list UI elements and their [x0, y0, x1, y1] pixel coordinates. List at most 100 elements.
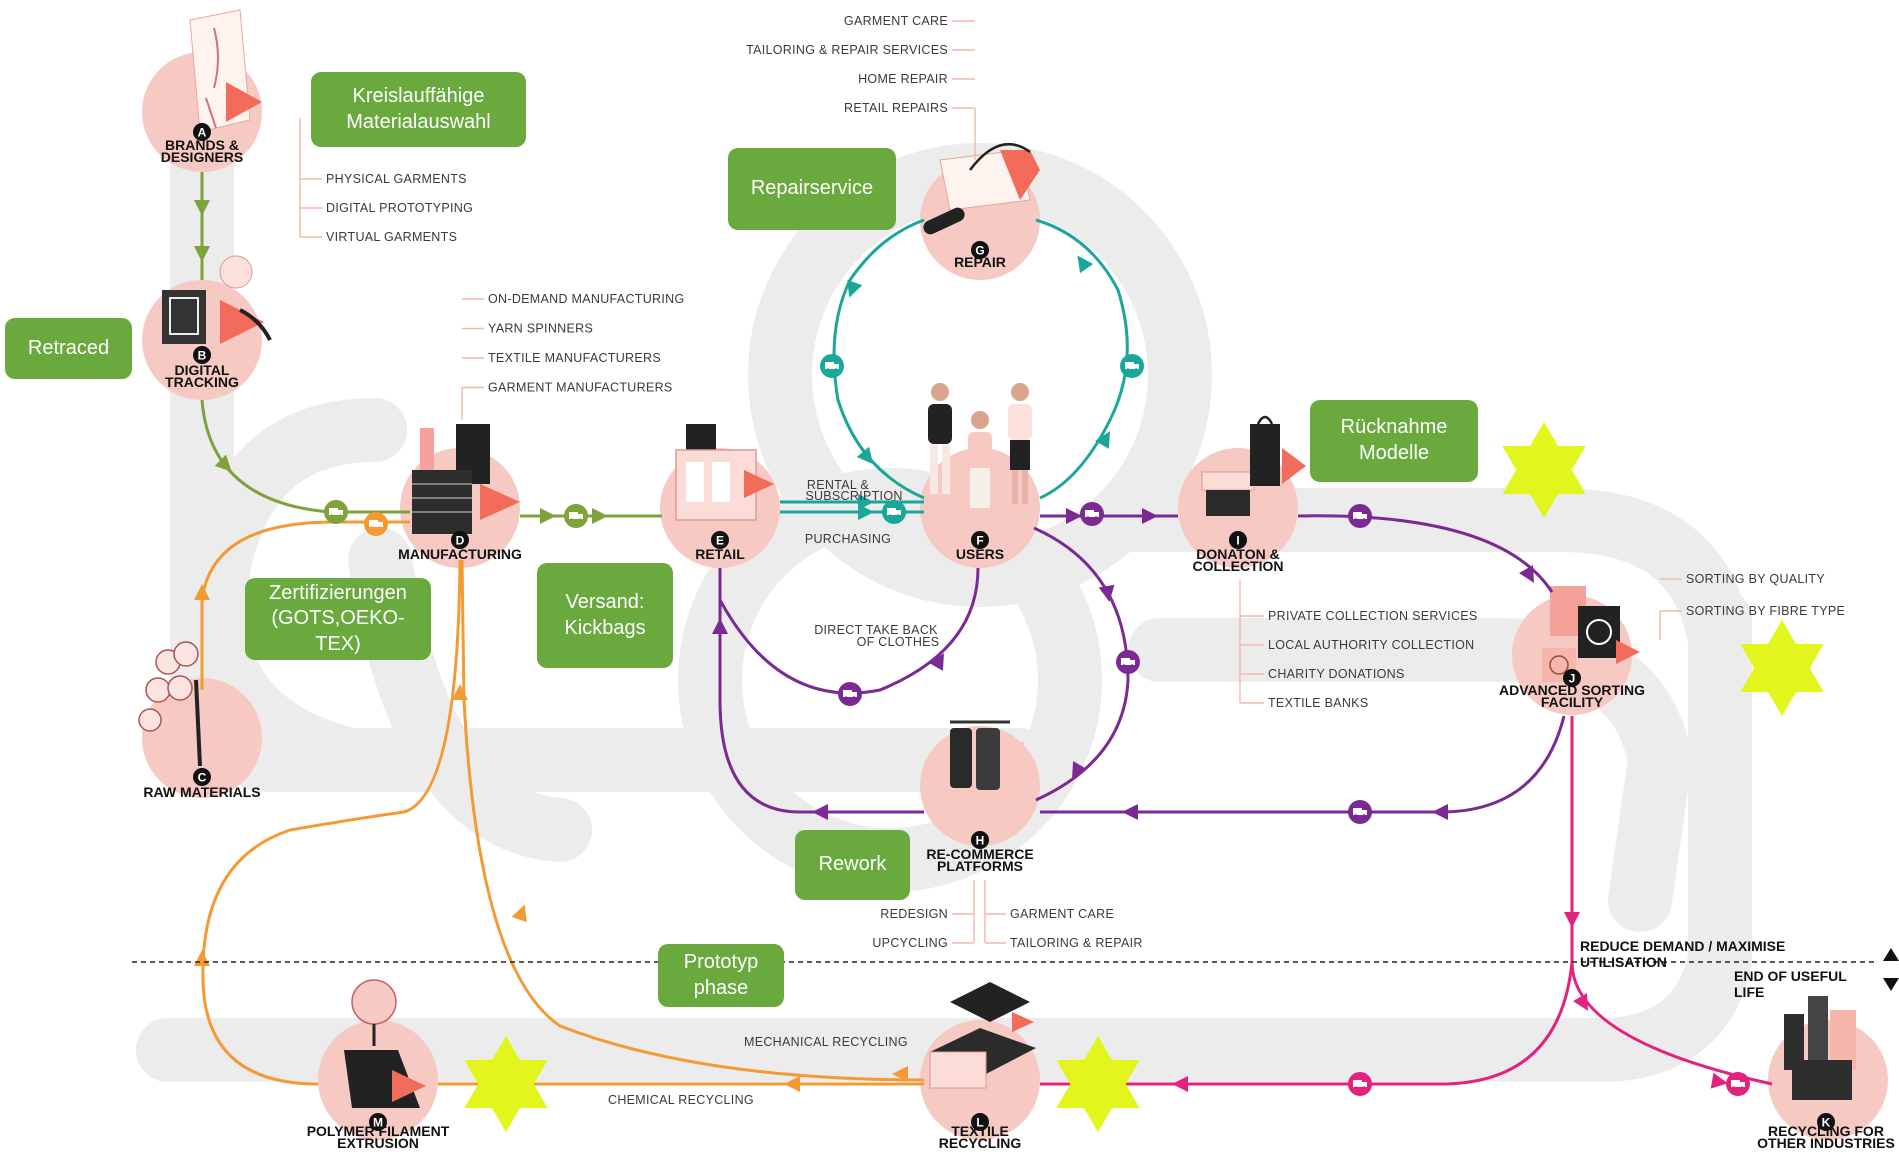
node-letter: H [976, 834, 985, 848]
truck-icon [1080, 502, 1104, 526]
note-prototyp-line: Prototyp [683, 950, 759, 973]
sorting-to-other-industries-flow [1570, 716, 1773, 1086]
node-label: DONATON & [1196, 546, 1279, 562]
node-letter-badge [971, 831, 989, 849]
sublist-item: TAILORING & REPAIR [1010, 936, 1143, 950]
truck-icon [820, 354, 844, 378]
truck-icon [1116, 650, 1140, 674]
sublist-item: TAILORING & REPAIR SERVICES [746, 43, 948, 57]
flow-arrowhead [1432, 804, 1448, 820]
flow-arrowhead [540, 508, 556, 524]
note-zert-line: (GOTS,OEKO- [271, 607, 405, 630]
node-letter: M [373, 1116, 383, 1130]
node-label: REPAIR [954, 254, 1006, 270]
star-icon [1740, 620, 1824, 716]
node-label: POLYMER FILAMENT [307, 1123, 450, 1139]
triangle-down-icon [1883, 977, 1899, 991]
flow-orange [200, 520, 925, 1086]
note-material-line: Kreislauffähige [352, 84, 485, 107]
subscription-label: SUBSCRIPTION [805, 489, 902, 503]
mechanical-recycling-flow [460, 559, 925, 1082]
sublist-item: VIRTUAL GARMENTS [326, 230, 457, 244]
sublist-item: TEXTILE MANUFACTURERS [488, 351, 661, 365]
note-versand: Versand:Kickbags [537, 563, 673, 668]
flow-arrowhead [1564, 912, 1580, 928]
node-letter-badge [193, 768, 211, 786]
sublist-item: PRIVATE COLLECTION SERVICES [1268, 609, 1478, 623]
sublist-item: YARN SPINNERS [488, 322, 593, 336]
clothing-rack-icon [950, 720, 1024, 792]
truck-icon [364, 512, 388, 536]
people-icon [928, 383, 1032, 508]
mechanical-recycling-label: MECHANICAL RECYCLING [744, 1035, 908, 1049]
tracking-to-manufacturing-flow [200, 399, 410, 514]
sublist-recommerce_right: GARMENT CARE TAILORING & REPAIR [984, 880, 1143, 950]
chemical-recycling-label: CHEMICAL RECYCLING [608, 1093, 754, 1107]
node-label: RE-COMMERCE [926, 846, 1033, 862]
triangle-up-icon [1883, 947, 1899, 961]
sorting-facility-icon [1542, 586, 1640, 682]
node-label: BRANDS & [165, 137, 239, 153]
sublist-item: TEXTILE BANKS [1268, 696, 1368, 710]
sublist-item: RETAIL REPAIRS [844, 101, 948, 115]
star-icon [1502, 422, 1586, 518]
note-ruecknahme-line: Rücknahme [1340, 416, 1448, 439]
node-letter-badge [711, 531, 729, 549]
node-letter-badge [451, 531, 469, 549]
flow-arrowhead [1573, 993, 1588, 1011]
recycling-plant-icon [929, 982, 1036, 1089]
donation-box-icon [1201, 415, 1306, 516]
node-label: RETAIL [695, 546, 745, 562]
flow-arrowhead [1066, 508, 1082, 524]
node-letter-badge [193, 123, 211, 141]
take-back-label: DIRECT TAKE BACK [814, 623, 938, 637]
node-letter: L [976, 1116, 983, 1130]
industry-buildings-icon [1784, 996, 1856, 1100]
node-letter: K [1822, 1116, 1831, 1130]
node-label: TRACKING [165, 374, 239, 390]
truck-icon [564, 504, 588, 528]
flow-arrowhead [1122, 804, 1138, 820]
rental-label: RENTAL & [807, 478, 869, 492]
node-label: DESIGNERS [161, 149, 243, 165]
donation-to-sorting-flow [1297, 514, 1554, 593]
reduce-demand-key: REDUCE DEMAND / MAXIMISE UTILISATION [1580, 938, 1899, 970]
sorting-to-textile-recycling-flow [1040, 961, 1574, 1086]
node-letter-badge [971, 241, 989, 259]
node-letter-badge [971, 1113, 989, 1131]
note-zertifizierungen: Zertifizierungen(GOTS,OEKO-TEX) [245, 578, 431, 660]
sublist-item: GARMENT CARE [1010, 907, 1114, 921]
flow-arrowhead [858, 504, 874, 520]
truck-icon [838, 682, 862, 706]
extruder-icon [344, 979, 426, 1108]
node-letter: A [198, 126, 207, 140]
node-letter: J [1569, 672, 1576, 686]
sewing-needle-icon [923, 142, 1040, 235]
shop-icon [675, 424, 774, 521]
truck-icon [1348, 504, 1372, 528]
note-repair-line: Repairservice [750, 177, 874, 200]
flow-arrowhead [1077, 255, 1094, 274]
flow-arrowhead [194, 246, 210, 262]
note-versand-line: Versand: [565, 590, 645, 613]
node-letter-badge [1229, 531, 1247, 549]
node-label: PLATFORMS [937, 858, 1023, 874]
node-letter: E [716, 534, 724, 548]
node-letter: I [1236, 534, 1239, 548]
node-label: RECYCLING FOR [1768, 1123, 1884, 1139]
node-label: FACILITY [1541, 694, 1604, 710]
